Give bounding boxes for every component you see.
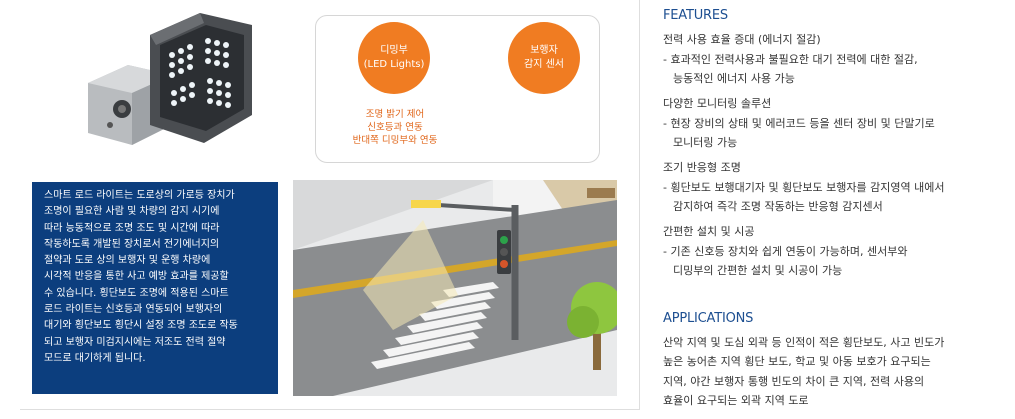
description-box: 스마트 로드 라이트는 도로상의 가로등 장치가 조명이 필요한 사람 및 차량… [32,182,278,394]
description-line: 모드로 대기하게 됩니다. [44,352,146,364]
dimming-title: 디밍부 [380,45,408,56]
feature-item-detail: 능동적인 에너지 사용 가능 [673,72,795,85]
feature-item-detail: - 효과적인 전력사용과 불필요한 대기 전력에 대한 절감, [663,53,918,66]
sensor-subtitle: 감지 센서 [524,59,564,70]
description-line: 절약과 도로 상의 보행자 및 운행 차량에 [44,255,211,267]
description-line: 조명이 필요한 사람 및 차량의 감지 시기에 [44,206,220,218]
description-line: 스마트 로드 라이트는 도로상의 가로등 장치가 [44,190,235,201]
description-line: 로드 라이트는 신호등과 연동되어 보행자의 [44,304,223,316]
dimming-subtitle: (LED Lights) [363,59,425,70]
applications-line: 효율이 요구되는 외곽 지역 도로 [663,394,809,407]
description-line: 따라 능동적으로 조명 조도 및 시간에 따라 [44,222,220,234]
dimming-note-line: 반대쪽 디밍부와 연동 [352,135,438,146]
smart-road-light-product-image [88,13,252,145]
feature-item-detail: - 현장 장비의 상태 및 에러코드 등을 센터 장비 및 단말기로 [663,117,935,130]
feature-item-detail: 모니터링 가능 [673,136,738,149]
applications-line: 높은 농어촌 지역 횡단 보도, 학교 및 아동 보호가 요구되는 [663,355,931,368]
description-line: 수 있습니다. 횡단보도 조명에 적용된 스마트 [44,287,229,299]
feature-item-title: 전력 사용 효율 증대 (에너지 절감) [663,33,821,46]
product-illustration-panel: 디밍부 (LED Lights) 보행자 감지 센서 조명 밝기 제어 신호등과… [20,0,640,410]
pedestrian-sensor-callout: 보행자 감지 센서 [508,22,580,94]
features-column: FEATURES 전력 사용 효율 증대 (에너지 절감) - 효과적인 전력사… [663,0,1015,419]
panel-divider [639,0,640,410]
feature-item-title: 조기 반응형 조명 [663,161,741,174]
dimming-led-callout: 디밍부 (LED Lights) [358,22,430,94]
description-line: 되고 보행자 미검지시에는 저조도 전력 절약 [44,336,226,348]
features-heading: FEATURES [663,8,728,23]
feature-item-title: 다양한 모니터링 솔루션 [663,97,772,110]
crosswalk-street-scene [293,180,617,396]
applications-heading: APPLICATIONS [663,311,754,326]
feature-item-detail: - 횡단보도 보행대기자 및 횡단보도 보행자를 감지영역 내에서 [663,181,945,194]
feature-item-title: 간편한 설치 및 시공 [663,225,755,238]
applications-line: 산악 지역 및 도심 외곽 등 인적이 적은 횡단보도, 사고 빈도가 [663,336,945,349]
description-line: 대기와 횡단보도 횡단시 설정 조명 조도로 작동 [44,320,238,332]
description-line: 작동하도록 개발된 장치로서 전기에너지의 [44,238,220,250]
applications-line: 지역, 야간 보행자 통행 빈도의 차이 큰 지역, 전력 사용의 [663,375,925,388]
feature-item-detail: - 기존 신호등 장치와 쉽게 연동이 가능하며, 센서부와 [663,245,908,258]
feature-item-detail: 디밍부의 간편한 설치 및 시공이 가능 [673,264,843,277]
feature-item-detail: 감지하여 즉각 조명 작동하는 반응형 감지센서 [673,200,883,213]
sensor-title: 보행자 [530,45,558,56]
panel-bottom-rule [20,409,640,410]
dimming-note-line: 조명 밝기 제어 [365,109,425,120]
description-line: 시각적 반응을 통한 사고 예방 효과를 제공할 [44,271,229,283]
dimming-note: 조명 밝기 제어 신호등과 연동 반대쪽 디밍부와 연동 [330,108,460,147]
dimming-note-line: 신호등과 연동 [367,122,423,133]
